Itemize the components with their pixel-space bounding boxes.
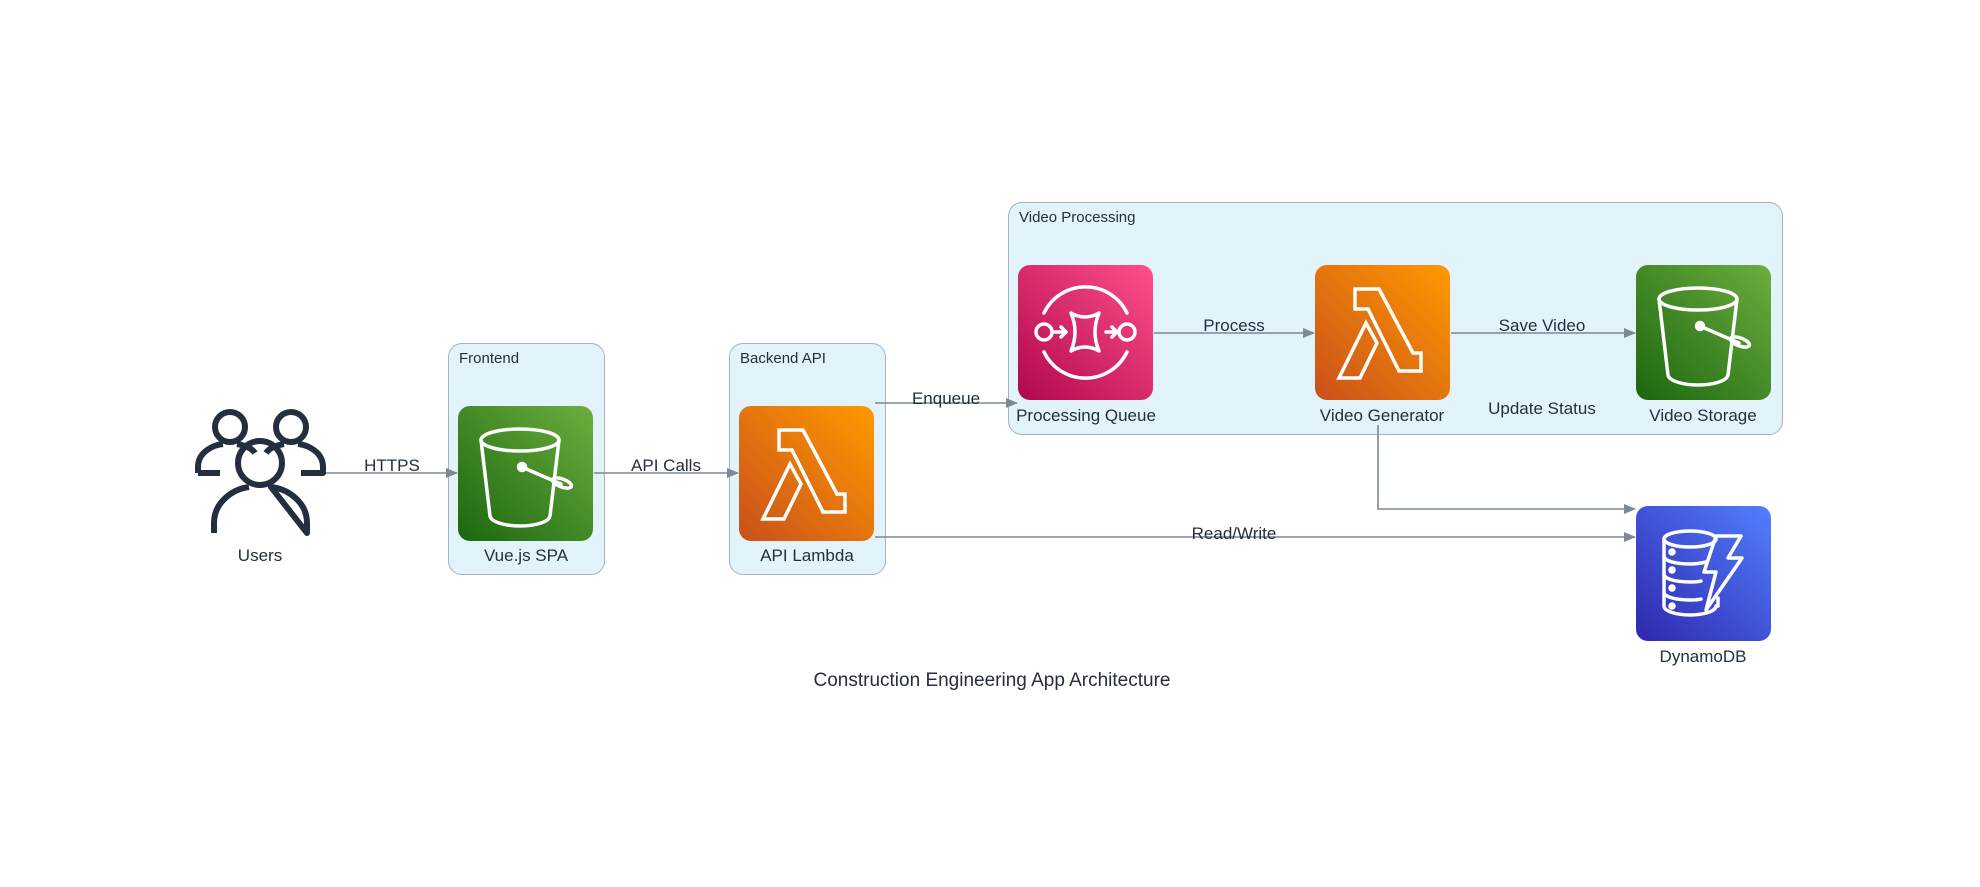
edge-label-https: HTTPS xyxy=(364,456,420,475)
edge-label-process: Process xyxy=(1203,316,1265,335)
lambda-icon xyxy=(1336,287,1423,380)
video-generator-node[interactable] xyxy=(1315,265,1450,400)
video-generator-label: Video Generator xyxy=(1319,406,1445,425)
video-storage-node[interactable] xyxy=(1636,265,1771,400)
edge-label-update-status: Update Status xyxy=(1488,399,1596,418)
processing-queue-label: Processing Queue xyxy=(1016,406,1156,425)
api-lambda-label: API Lambda xyxy=(760,546,854,565)
cluster-label: Backend API xyxy=(740,350,826,367)
edge-label-save-video: Save Video xyxy=(1498,316,1586,335)
vue-spa-node[interactable] xyxy=(458,406,593,541)
lambda-icon xyxy=(760,428,847,521)
video-storage-label: Video Storage xyxy=(1649,406,1757,425)
edge-label-read-write: Read/Write xyxy=(1191,524,1277,543)
cluster-label: Frontend xyxy=(459,350,520,367)
api-lambda-node[interactable] xyxy=(739,406,874,541)
dynamodb-node[interactable] xyxy=(1636,506,1771,641)
diagram-title: Construction Engineering App Architectur… xyxy=(813,670,1171,691)
users-node[interactable] xyxy=(193,405,328,540)
users-icon xyxy=(195,409,326,536)
edge-label-api-calls: API Calls xyxy=(631,456,701,475)
cluster-label: Video Processing xyxy=(1019,209,1136,226)
s3-bucket-icon xyxy=(1657,286,1752,387)
users-label: Users xyxy=(237,546,283,565)
edge-videogen-dynamodb xyxy=(1377,425,1636,514)
processing-queue-node[interactable] xyxy=(1018,265,1153,400)
vue-spa-label: Vue.js SPA xyxy=(483,546,569,565)
edge-label-enqueue: Enqueue xyxy=(911,389,981,408)
dynamodb-label: DynamoDB xyxy=(1659,647,1747,666)
s3-bucket-icon xyxy=(479,427,574,528)
dynamodb-icon xyxy=(1662,529,1744,617)
sqs-queue-icon xyxy=(1034,285,1137,380)
